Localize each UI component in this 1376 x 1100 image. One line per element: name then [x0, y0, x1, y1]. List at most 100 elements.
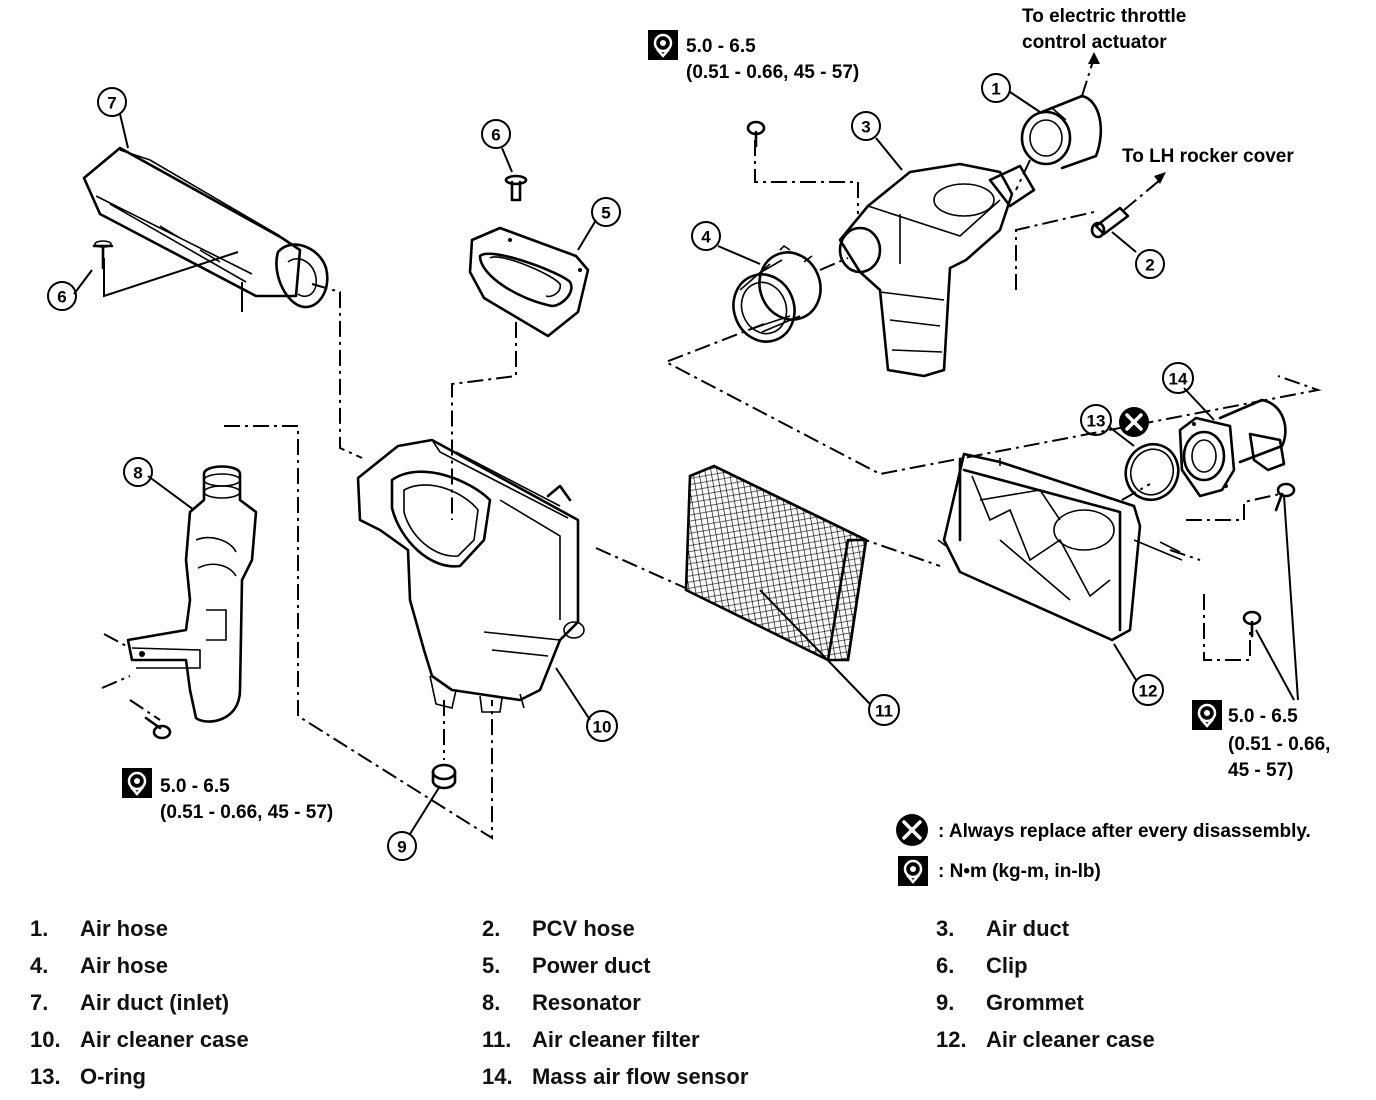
- air-hose-1-drawing: [1020, 52, 1103, 170]
- svg-text:2: 2: [1145, 256, 1154, 275]
- part-name: Mass air flow sensor: [532, 1064, 749, 1089]
- air-cleaner-case-10-drawing: [356, 438, 585, 713]
- part-name: Air cleaner filter: [532, 1027, 700, 1052]
- marker-11: 11: [868, 694, 900, 726]
- part-name: Air cleaner case: [986, 1027, 1155, 1052]
- pcv-hose-drawing: [1090, 172, 1166, 239]
- bolt-right-lower-drawing: [1242, 610, 1262, 638]
- part-number: 12.: [936, 1027, 967, 1052]
- part-number: 13.: [30, 1064, 61, 1089]
- part-name: Air duct (inlet): [80, 990, 230, 1015]
- part-number: 10.: [30, 1027, 61, 1052]
- svg-text:1: 1: [991, 80, 1000, 99]
- svg-text:10: 10: [593, 718, 612, 737]
- part-number: 1.: [30, 916, 49, 941]
- bolt-top-drawing: [746, 120, 766, 148]
- clip-top-drawing: [504, 174, 528, 202]
- svg-text:(0.51 - 0.66,: (0.51 - 0.66,: [1228, 734, 1330, 755]
- part-name: Resonator: [532, 990, 641, 1015]
- marker-7: 7: [97, 87, 127, 117]
- svg-text:7: 7: [107, 94, 116, 113]
- svg-text:5.0 - 6.5: 5.0 - 6.5: [1228, 706, 1298, 727]
- svg-text:5.0 - 6.5: 5.0 - 6.5: [686, 36, 756, 57]
- svg-text:5.0 - 6.5: 5.0 - 6.5: [160, 776, 230, 797]
- clip-left-drawing: [92, 240, 114, 270]
- marker-4: 4: [691, 221, 721, 251]
- marker-2: 2: [1135, 249, 1165, 279]
- callout-lh-rocker: To LH rocker cover: [1122, 146, 1294, 167]
- air-cleaner-filter-drawing: [684, 464, 871, 705]
- exploded-view-diagram: 1 2 3 4 5 6 6 7 8 9 10 11 12 13 14 To el…: [47, 6, 1330, 888]
- part-number: 9.: [936, 990, 955, 1015]
- svg-text:4: 4: [701, 228, 711, 247]
- part-name: Grommet: [986, 990, 1084, 1015]
- legend: : Always replace after every disassembly…: [896, 814, 1311, 888]
- part-name: Air hose: [80, 916, 169, 941]
- svg-text:5: 5: [601, 204, 610, 223]
- marker-3: 3: [851, 111, 881, 141]
- svg-text:8: 8: [133, 464, 142, 483]
- callout-throttle-line2: control actuator: [1022, 32, 1167, 53]
- part-number: 7.: [30, 990, 49, 1015]
- bolt-right-upper-drawing: [1274, 482, 1296, 512]
- marker-10: 10: [586, 710, 618, 742]
- part-number: 11.: [482, 1027, 512, 1052]
- part-name: PCV hose: [532, 916, 635, 941]
- legend-replace-text: : Always replace after every disassembly…: [938, 821, 1311, 842]
- part-number: 14.: [482, 1064, 513, 1089]
- part-name: Air duct: [986, 916, 1070, 941]
- part-name: Air hose: [80, 953, 169, 978]
- part-name: O-ring: [80, 1064, 146, 1089]
- marker-13: 13: [1080, 404, 1112, 436]
- torque-spec-top: 5.0 - 6.5 (0.51 - 0.66, 45 - 57): [646, 28, 859, 83]
- svg-text:6: 6: [57, 288, 66, 307]
- part-number: 4.: [30, 953, 49, 978]
- svg-text:11: 11: [875, 702, 893, 721]
- part-name: Power duct: [532, 953, 651, 978]
- part-number: 6.: [936, 953, 955, 978]
- marker-14: 14: [1162, 362, 1194, 394]
- maf-sensor-drawing: [1178, 398, 1287, 498]
- legend-torque-wrench-icon: [896, 854, 930, 888]
- svg-text:(0.51 - 0.66, 45 - 57): (0.51 - 0.66, 45 - 57): [160, 802, 333, 823]
- part-number: 5.: [482, 953, 501, 978]
- resonator-drawing: [126, 465, 258, 723]
- part-number: 2.: [482, 916, 501, 941]
- svg-text:6: 6: [491, 126, 500, 145]
- legend-x-circle-icon: [896, 814, 928, 846]
- bolt-left-drawing: [144, 716, 172, 740]
- o-ring-drawing: [1124, 442, 1180, 502]
- power-duct-drawing: [468, 226, 590, 338]
- svg-text:(0.51 - 0.66, 45 - 57): (0.51 - 0.66, 45 - 57): [686, 62, 859, 83]
- torque-spec-right: 5.0 - 6.5 (0.51 - 0.66, 45 - 57): [1190, 698, 1330, 781]
- air-duct-3-drawing: [838, 162, 1036, 378]
- svg-text:3: 3: [861, 118, 870, 137]
- grommet-drawing: [431, 763, 457, 790]
- part-name: Air cleaner case: [80, 1027, 249, 1052]
- air-duct-inlet-drawing: [82, 146, 329, 312]
- part-number: 3.: [936, 916, 955, 941]
- callout-throttle-line1: To electric throttle: [1022, 6, 1186, 27]
- marker-1: 1: [981, 73, 1011, 103]
- svg-text:45 - 57): 45 - 57): [1228, 760, 1293, 781]
- leader-lines: [73, 91, 1299, 835]
- marker-5: 5: [591, 197, 621, 227]
- marker-6-top: 6: [481, 119, 511, 149]
- svg-text:14: 14: [1169, 370, 1188, 389]
- torque-wrench-icon: [646, 28, 680, 62]
- x-circle-icon: [1119, 407, 1149, 437]
- legend-torque-text: : N•m (kg-m, in-lb): [938, 861, 1101, 882]
- marker-8: 8: [123, 457, 153, 487]
- svg-text:12: 12: [1139, 682, 1158, 701]
- air-hose-4-drawing: [732, 244, 822, 343]
- torque-spec-left: 5.0 - 6.5 (0.51 - 0.66, 45 - 57): [120, 766, 333, 823]
- marker-12: 12: [1132, 674, 1164, 706]
- torque-wrench-icon: [120, 766, 154, 800]
- part-name: Clip: [986, 953, 1028, 978]
- part-number: 8.: [482, 990, 501, 1015]
- torque-wrench-icon: [1190, 698, 1224, 732]
- parts-list: 1. Air hose 2. PCV hose 3. Air duct 4. Air hose…: [0, 916, 1376, 1100]
- svg-text:13: 13: [1087, 412, 1106, 431]
- air-cleaner-case-12-drawing: [937, 452, 1183, 642]
- svg-text:9: 9: [397, 838, 406, 857]
